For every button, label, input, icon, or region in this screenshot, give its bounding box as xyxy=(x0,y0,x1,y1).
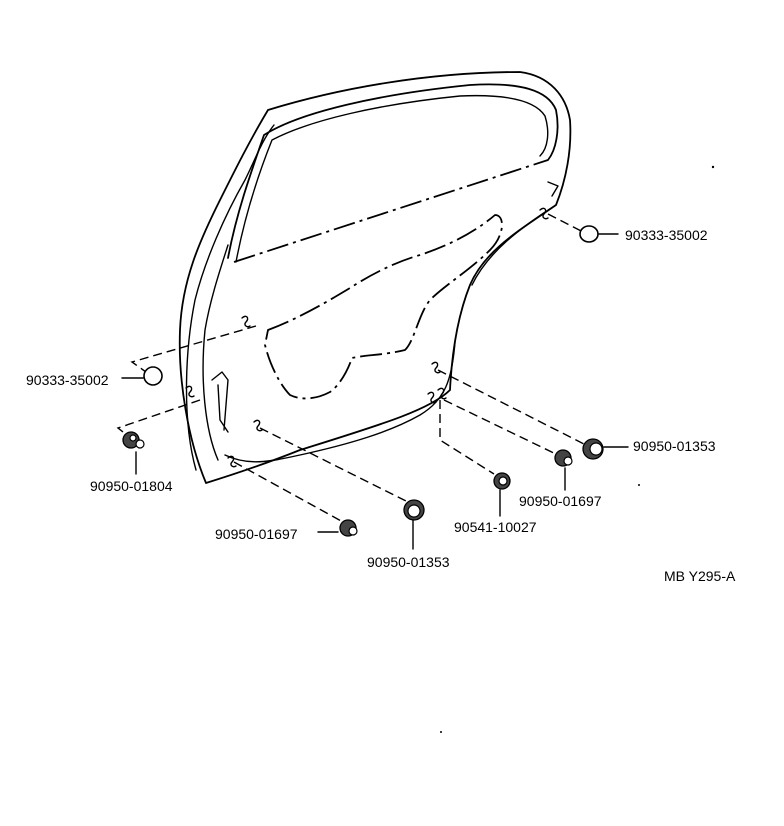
rear-door-outline xyxy=(178,71,572,484)
grommet-right-large[interactable] xyxy=(582,438,629,460)
dashed-leaders xyxy=(116,213,585,523)
plug-upper-right[interactable] xyxy=(579,225,619,243)
grommet-bottom-large[interactable] xyxy=(403,499,425,550)
clip-right[interactable] xyxy=(554,449,573,491)
label-grommet-right-large: 90950-01353 xyxy=(633,438,716,454)
cushion-center[interactable] xyxy=(493,472,511,517)
scan-specks xyxy=(440,165,715,733)
plug-left[interactable] xyxy=(121,366,163,386)
label-clip-left: 90950-01804 xyxy=(90,478,173,494)
label-plug-left: 90333-35002 xyxy=(26,372,109,388)
clip-bottom[interactable] xyxy=(317,519,358,537)
label-cushion-center: 90541-10027 xyxy=(454,519,537,535)
diagram-code: MB Y295-A xyxy=(664,568,736,584)
label-clip-right: 90950-01697 xyxy=(519,493,602,509)
label-grommet-bottom-large: 90950-01353 xyxy=(367,554,450,570)
label-plug-upper-right: 90333-35002 xyxy=(625,227,708,243)
clip-left[interactable] xyxy=(122,431,145,475)
label-clip-bottom: 90950-01697 xyxy=(215,526,298,542)
